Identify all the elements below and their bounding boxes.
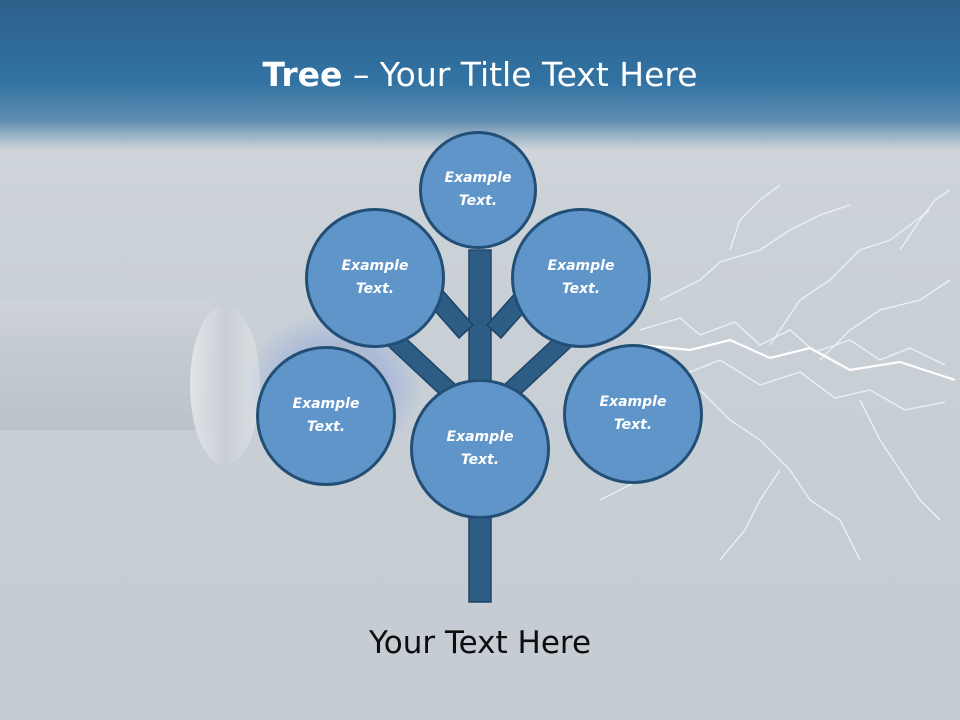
title-rest: – Your Title Text Here [342, 55, 698, 94]
node-lower-right: Example Text. [563, 344, 703, 484]
node-center: Example Text. [410, 379, 550, 519]
node-upper-left-text: Example Text. [341, 258, 409, 297]
node-center-text: Example Text. [446, 429, 514, 468]
node-upper-right: Example Text. [511, 208, 651, 348]
node-lower-left: Example Text. [256, 346, 396, 486]
title-bar [0, 0, 960, 150]
node-top-text: Example Text. [444, 170, 512, 209]
node-lower-right-text: Example Text. [599, 394, 667, 433]
node-upper-right-text: Example Text. [547, 258, 615, 297]
page-title: Tree – Your Title Text Here [0, 52, 960, 98]
footer-text: Your Text Here [368, 625, 592, 661]
node-lower-left-text: Example Text. [292, 396, 360, 435]
cable-image [0, 300, 215, 430]
node-upper-left: Example Text. [305, 208, 445, 348]
cable-end-image [190, 305, 260, 465]
title-bold: Tree [262, 55, 343, 94]
node-top: Example Text. [419, 131, 537, 249]
